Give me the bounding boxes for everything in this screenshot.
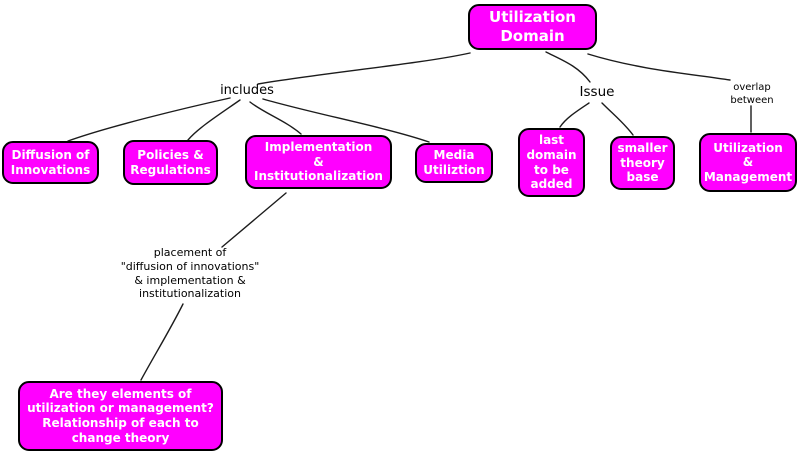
node-media-utiliztion[interactable]: Media Utiliztion (415, 143, 493, 183)
connector-domain-includes (257, 52, 471, 85)
node-smaller-theory-base[interactable]: smaller theory base (610, 136, 675, 190)
connector-domain-issue (545, 51, 591, 83)
connector-domain-overlap (587, 53, 731, 81)
link-label-issue[interactable]: Issue (579, 84, 615, 100)
connector-issue-smallertheory (601, 102, 634, 136)
connector-includes-policies (187, 99, 241, 141)
connector-placement-question (140, 303, 184, 381)
node-implementation-institutionalization[interactable]: Implementation & Institutionalization (245, 135, 392, 189)
connector-includes-media (262, 98, 430, 143)
node-utilization-management[interactable]: Utilization & Management (699, 133, 797, 192)
link-label-placement[interactable]: placement of "diffusion of innovations" … (120, 246, 260, 301)
connector-implementation-placement (221, 192, 287, 248)
node-policies-regulations[interactable]: Policies & Regulations (123, 140, 218, 185)
node-last-domain-added[interactable]: last domain to be added (518, 128, 585, 197)
connector-issue-lastdomain (559, 102, 590, 128)
node-utilization-domain[interactable]: Utilization Domain (468, 4, 597, 50)
connector-includes-implementation (249, 101, 302, 135)
link-label-overlap-between[interactable]: overlap between (730, 82, 774, 106)
node-diffusion-of-innovations[interactable]: Diffusion of Innovations (2, 141, 99, 184)
node-elements-question[interactable]: Are they elements of utilization or mana… (18, 381, 223, 451)
link-label-includes[interactable]: includes (220, 83, 274, 98)
connector-includes-diffusion (67, 97, 231, 142)
